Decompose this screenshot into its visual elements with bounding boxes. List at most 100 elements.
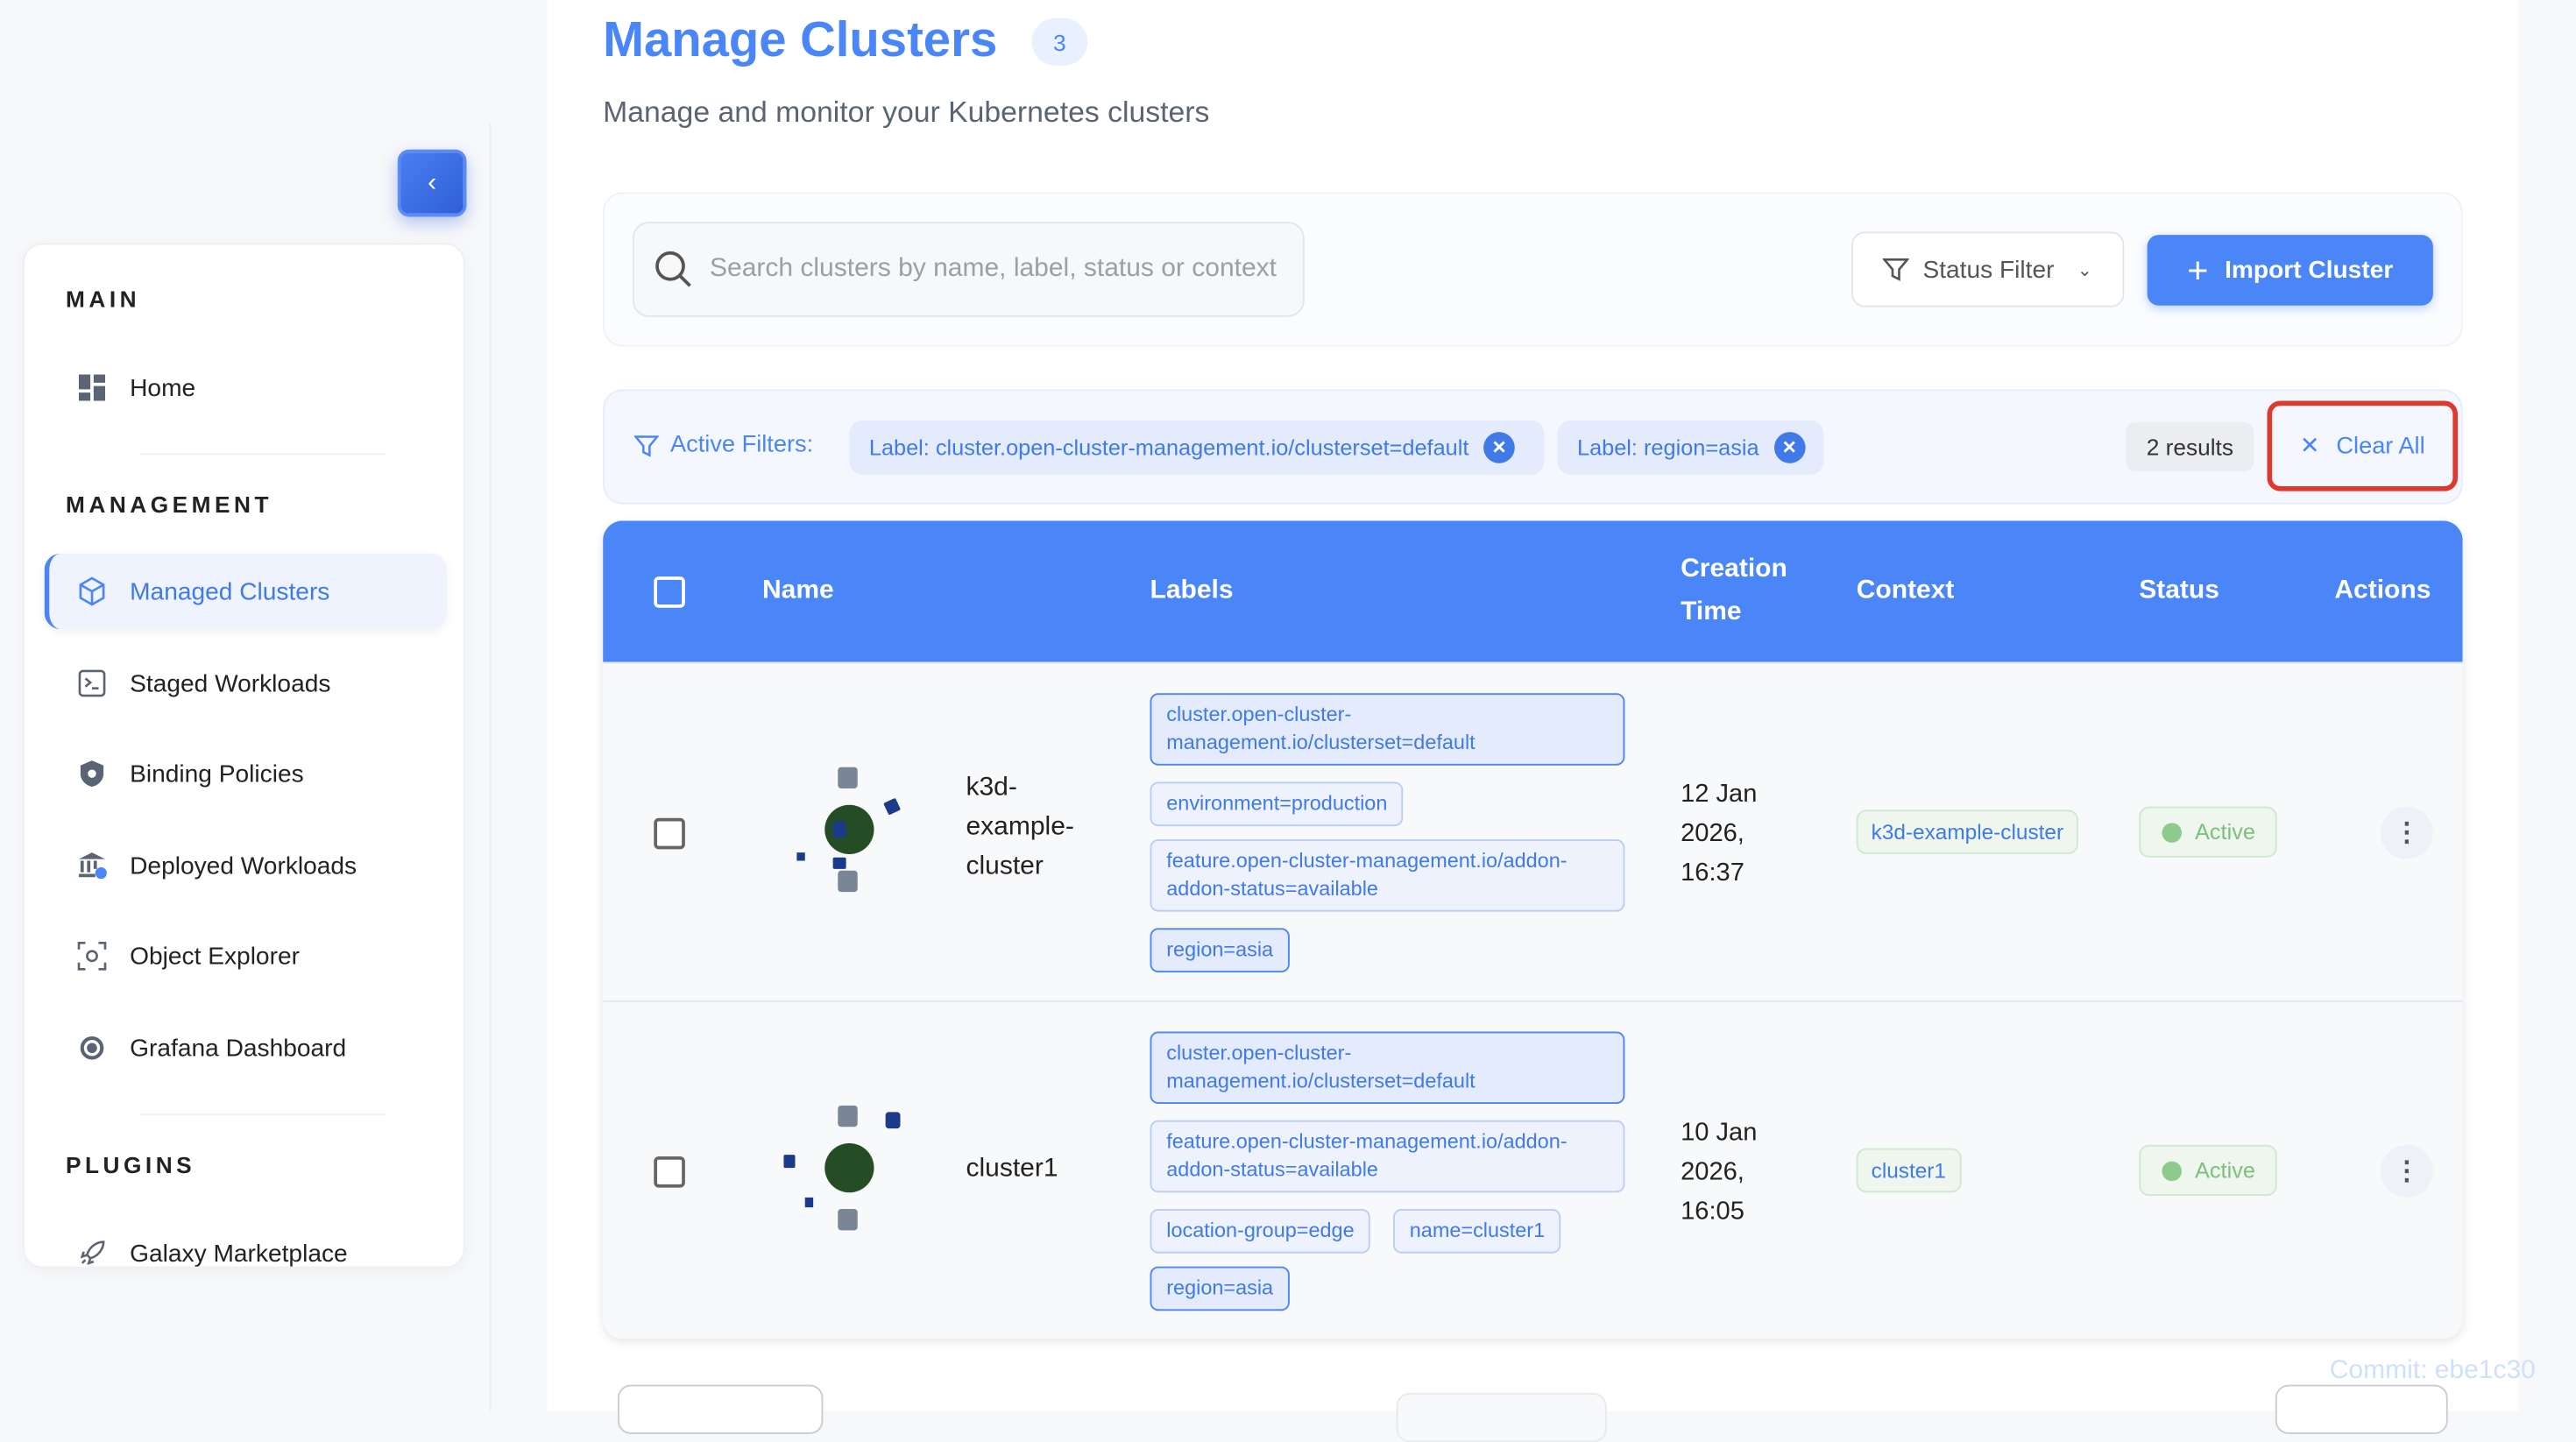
sidebar-item-staged-workloads[interactable]: Staged Workloads	[45, 646, 447, 721]
label-tag: name=cluster1	[1393, 1209, 1561, 1254]
pagination-previous-button[interactable]	[618, 1384, 824, 1434]
label-tag: environment=production	[1150, 781, 1405, 827]
cluster-count-badge: 3	[1031, 18, 1088, 66]
clear-all-label: Clear All	[2336, 433, 2425, 460]
label-tag: region=asia	[1150, 1266, 1290, 1311]
sidebar-item-galaxy-marketplace[interactable]: Galaxy Marketplace	[45, 1216, 447, 1268]
row-checkbox[interactable]	[654, 1156, 685, 1188]
remove-filter-icon[interactable]: ✕	[1773, 432, 1806, 463]
results-count: 2 results	[2126, 421, 2254, 472]
context-badge: cluster1	[1856, 1148, 1961, 1193]
column-context: Context	[1856, 576, 1955, 604]
plus-icon: +	[2187, 249, 2209, 290]
sidebar-item-label: Object Explorer	[130, 942, 300, 971]
table-header: Name Labels Creation Time Context Status…	[603, 520, 2463, 662]
status-badge: Active	[2139, 806, 2277, 858]
sidebar-divider	[489, 123, 492, 1411]
sidebar-item-label: Galaxy Marketplace	[130, 1239, 348, 1268]
sidebar-item-label: Home	[130, 373, 196, 402]
import-cluster-button[interactable]: + Import Cluster	[2147, 235, 2433, 306]
remove-filter-icon[interactable]: ✕	[1483, 432, 1515, 463]
search-box[interactable]	[632, 222, 1305, 317]
sidebar-item-label: Managed Clusters	[130, 577, 330, 605]
sidebar-item-label: Grafana Dashboard	[130, 1034, 347, 1063]
section-title-plugins: PLUGINS	[66, 1151, 196, 1178]
status-badge: Active	[2139, 1144, 2277, 1196]
clusters-table: Name Labels Creation Time Context Status…	[603, 520, 2463, 1340]
page-title: Manage Clusters	[603, 13, 998, 67]
pagination-indicator	[1396, 1393, 1607, 1442]
pagination-next-button[interactable]	[2275, 1384, 2448, 1434]
section-title-management: MANAGEMENT	[66, 491, 273, 518]
sidebar-item-binding-policies[interactable]: Binding Policies	[45, 736, 447, 811]
status-dot-icon	[2162, 1160, 2182, 1181]
sidebar-item-label: Deployed Workloads	[130, 852, 357, 880]
row-checkbox[interactable]	[654, 817, 685, 850]
filter-chip: Label: region=asia ✕	[1557, 421, 1824, 475]
search-input[interactable]	[710, 254, 1293, 285]
sidebar-item-managed-clusters[interactable]: Managed Clusters	[44, 553, 447, 630]
page-subtitle: Manage and monitor your Kubernetes clust…	[603, 95, 1210, 129]
filter-chip-label: Label: cluster.open-cluster-management.i…	[868, 435, 1469, 460]
collapse-sidebar-button[interactable]: ‹	[397, 149, 467, 217]
filter-icon	[633, 435, 659, 456]
column-name[interactable]: Name	[762, 576, 834, 604]
cluster-icon	[796, 767, 901, 893]
grafana-icon	[80, 1036, 104, 1060]
chevron-left-icon: ‹	[428, 168, 437, 197]
dashboard-icon	[79, 374, 105, 401]
bank-icon	[79, 852, 107, 880]
sidebar-item-grafana-dashboard[interactable]: Grafana Dashboard	[45, 1010, 447, 1085]
chevron-down-icon: ⌄	[2077, 260, 2093, 280]
filter-chip: Label: cluster.open-cluster-management.i…	[849, 421, 1545, 475]
divider	[139, 1113, 386, 1116]
active-filters-text: Active Filters:	[670, 432, 814, 459]
scan-icon	[77, 941, 107, 971]
label-tag: cluster.open-cluster-management.io/clust…	[1150, 693, 1625, 766]
filter-icon	[1883, 258, 1910, 281]
label-tag: cluster.open-cluster-management.io/clust…	[1150, 1031, 1625, 1104]
label-tag: feature.open-cluster-management.io/addon…	[1150, 1120, 1625, 1193]
status-dot-icon	[2162, 822, 2182, 842]
cube-icon	[79, 576, 105, 606]
cluster-name[interactable]: cluster1	[966, 1155, 1058, 1183]
cluster-icon	[783, 1105, 901, 1231]
label-tag: location-group=edge	[1150, 1209, 1371, 1254]
more-vertical-icon: ⋮	[2393, 819, 2420, 848]
column-creation-time[interactable]: Time	[1681, 597, 1742, 626]
column-labels: Labels	[1150, 576, 1234, 604]
terminal-icon	[78, 669, 106, 697]
status-filter-dropdown[interactable]: Status Filter ⌄	[1851, 231, 2125, 307]
cluster-name[interactable]: k3d-example-cluster	[966, 774, 1074, 880]
sidebar: MAIN Home MANAGEMENT Managed Clusters St…	[23, 243, 465, 1269]
select-all-checkbox[interactable]	[654, 576, 685, 608]
shield-icon	[80, 760, 104, 788]
sidebar-item-label: Staged Workloads	[130, 669, 331, 697]
sidebar-item-label: Binding Policies	[130, 760, 304, 788]
divider	[139, 453, 386, 456]
sidebar-item-deployed-workloads[interactable]: Deployed Workloads	[45, 828, 447, 903]
label-tag: region=asia	[1150, 928, 1290, 972]
table-row: k3d-example-cluster cluster.open-cluster…	[603, 661, 2463, 1000]
column-status: Status	[2139, 576, 2219, 604]
active-filters-label: Active Filters:	[633, 432, 814, 459]
column-actions: Actions	[2334, 576, 2431, 604]
table-row: cluster1 cluster.open-cluster-management…	[603, 1000, 2463, 1339]
filter-chip-label: Label: region=asia	[1577, 435, 1759, 460]
sidebar-item-object-explorer[interactable]: Object Explorer	[45, 918, 447, 993]
commit-hash: Commit: ebe1c30	[2329, 1356, 2536, 1385]
sidebar-item-home[interactable]: Home	[45, 350, 447, 425]
rocket-icon	[80, 1241, 105, 1265]
column-creation[interactable]: Creation	[1681, 555, 1787, 583]
clear-all-button[interactable]: ✕ Clear All	[2267, 400, 2458, 491]
context-badge: k3d-example-cluster	[1856, 809, 2078, 854]
section-title-main: MAIN	[66, 286, 141, 313]
more-vertical-icon: ⋮	[2393, 1157, 2420, 1186]
import-cluster-label: Import Cluster	[2225, 256, 2394, 285]
more-actions-button[interactable]: ⋮	[2380, 806, 2433, 859]
label-tag: feature.open-cluster-management.io/addon…	[1150, 839, 1625, 912]
search-icon	[655, 251, 691, 287]
more-actions-button[interactable]: ⋮	[2380, 1144, 2433, 1198]
